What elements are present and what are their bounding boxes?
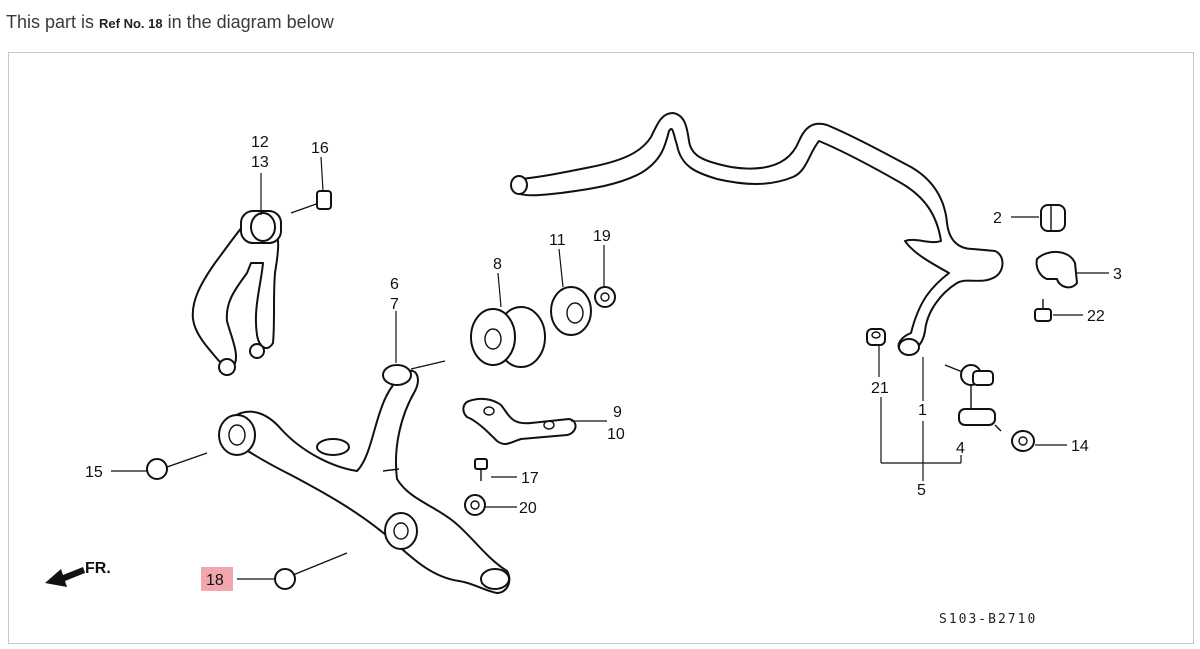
label-16[interactable]: 16 <box>311 140 329 157</box>
bolt-16[interactable] <box>290 190 332 214</box>
diagram-code: S103-B2710 <box>939 612 1037 627</box>
label-18[interactable]: 18 <box>206 572 224 589</box>
nut-21[interactable] <box>866 328 886 346</box>
label-8[interactable]: 8 <box>493 256 502 273</box>
label-1[interactable]: 1 <box>918 402 927 419</box>
label-6[interactable]: 6 <box>390 276 399 293</box>
ref-18-highlight <box>201 567 233 591</box>
bolt-18[interactable] <box>274 552 348 590</box>
label-19[interactable]: 19 <box>593 228 611 245</box>
nut-19[interactable] <box>594 286 616 308</box>
callout-labels: 12 13 16 6 7 8 11 19 9 10 17 20 15 18 21… <box>85 134 1122 589</box>
bushing-8[interactable] <box>470 306 546 368</box>
front-marker: FR. <box>85 560 111 577</box>
label-12[interactable]: 12 <box>251 134 269 151</box>
label-13[interactable]: 13 <box>251 154 269 171</box>
label-4[interactable]: 4 <box>956 440 965 457</box>
stabilizer-bar[interactable] <box>510 112 1004 356</box>
caption-prefix: This part is <box>6 12 100 32</box>
diagram-frame: FR. 12 13 16 6 7 8 11 19 9 10 <box>8 52 1194 644</box>
stabilizer-link-4[interactable] <box>944 364 1002 432</box>
label-7[interactable]: 7 <box>390 296 399 313</box>
lower-arm[interactable] <box>218 360 511 594</box>
leader-lines <box>111 156 1109 580</box>
label-14[interactable]: 14 <box>1071 438 1089 455</box>
label-5[interactable]: 5 <box>917 482 926 499</box>
bolt-17[interactable] <box>474 458 488 481</box>
bracket-9-10[interactable] <box>462 397 577 446</box>
parts-diagram: FR. 12 13 16 6 7 8 11 19 9 10 <box>45 112 1122 627</box>
holder-3[interactable] <box>1035 251 1078 289</box>
nut-20[interactable] <box>464 494 486 516</box>
nut-14[interactable] <box>1011 430 1035 452</box>
label-22[interactable]: 22 <box>1087 308 1105 325</box>
bolt-15[interactable] <box>146 452 208 480</box>
label-20[interactable]: 20 <box>519 500 537 517</box>
label-2[interactable]: 2 <box>993 210 1002 227</box>
label-11[interactable]: 11 <box>549 232 566 249</box>
front-arrow-icon <box>45 567 85 587</box>
bolt-22[interactable] <box>1034 299 1052 322</box>
label-17[interactable]: 17 <box>521 470 539 487</box>
label-15[interactable]: 15 <box>85 464 103 481</box>
bushing-11[interactable] <box>550 286 592 336</box>
label-10[interactable]: 10 <box>607 426 625 443</box>
caption-ref: Ref No. 18 <box>99 16 163 31</box>
caption: This part is Ref No. 18 in the diagram b… <box>6 12 334 33</box>
bushing-2[interactable] <box>1040 204 1066 232</box>
fork-12-13[interactable] <box>191 210 282 376</box>
label-3[interactable]: 3 <box>1113 266 1122 283</box>
label-21[interactable]: 21 <box>871 380 889 397</box>
label-9[interactable]: 9 <box>613 404 622 421</box>
caption-suffix: in the diagram below <box>162 12 334 32</box>
